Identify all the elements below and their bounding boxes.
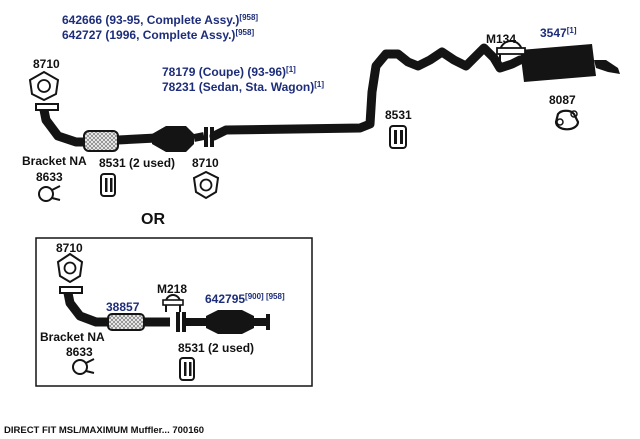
flange-gasket-icon bbox=[56, 252, 84, 284]
pipe-joint-flange bbox=[176, 312, 186, 332]
assy-label-1: 642666 (93-95, Complete Assy.)[958] bbox=[62, 13, 258, 27]
sedan-label: 78231 (Sedan, Sta. Wagon)[1] bbox=[162, 80, 324, 94]
rubber-hanger-icon bbox=[554, 109, 580, 131]
assy-label-2-note: [958] bbox=[235, 28, 255, 37]
part-m218-label: M218 bbox=[157, 282, 188, 296]
part-8531-right-label: 8531 bbox=[385, 108, 412, 122]
pipe-clamp-icon bbox=[72, 358, 95, 375]
part-38857-label: 38857 bbox=[106, 300, 140, 314]
sedan-label-note: [1] bbox=[314, 80, 325, 89]
footer-caption: DIRECT FIT MSL/MAXIMUM Muffler... 700160 bbox=[4, 425, 205, 436]
assy-label-1-note: [958] bbox=[239, 13, 259, 22]
assy-label-2-text: 642727 (1996, Complete Assy.) bbox=[62, 28, 236, 42]
assy-label-1-text: 642666 (93-95, Complete Assy.) bbox=[62, 13, 240, 27]
part-642795-text: 642795 bbox=[205, 292, 246, 306]
part-3547-note: [1] bbox=[566, 26, 577, 35]
pipe-clamp-icon bbox=[38, 185, 61, 202]
part-8531-two-top-label: 8531 (2 used) bbox=[99, 156, 176, 170]
bracket-na-box-label: Bracket NA bbox=[40, 330, 105, 344]
u-bolt-clamp-icon bbox=[162, 294, 184, 312]
intermediate-pipe bbox=[209, 43, 525, 141]
part-8633-top-label: 8633 bbox=[36, 170, 63, 184]
part-8710-top-label: 8710 bbox=[33, 57, 60, 71]
front-pipe bbox=[59, 286, 170, 327]
coupe-label: 78179 (Coupe) (93-96)[1] bbox=[162, 65, 296, 79]
part-8710-mid-label: 8710 bbox=[192, 156, 219, 170]
alternate-option-box bbox=[35, 237, 313, 387]
bracket-na-top-label: Bracket NA bbox=[22, 154, 87, 168]
flange-gasket-icon bbox=[192, 170, 220, 200]
flex-pipe-icon bbox=[83, 130, 119, 152]
coupe-label-note: [1] bbox=[286, 65, 296, 74]
part-3547-label: 3547[1] bbox=[540, 26, 576, 40]
sedan-label-text: 78231 (Sedan, Sta. Wagon) bbox=[162, 80, 315, 94]
flange-gasket-icon bbox=[28, 70, 60, 102]
part-8710-box-label: 8710 bbox=[56, 241, 83, 255]
part-8633-box-label: 8633 bbox=[66, 345, 93, 359]
pipe-hanger-bracket-icon bbox=[389, 125, 407, 149]
catalytic-converter-icon bbox=[152, 126, 205, 152]
part-8087-label: 8087 bbox=[549, 93, 576, 107]
part-m134-label: M134 bbox=[486, 32, 517, 46]
coupe-label-text: 78179 (Coupe) (93-96) bbox=[162, 65, 287, 79]
pipe-hanger-bracket-icon bbox=[179, 357, 195, 381]
or-label: OR bbox=[141, 211, 165, 228]
part-3547-text: 3547 bbox=[540, 26, 567, 40]
part-642795-label: 642795[900] [958] bbox=[205, 292, 285, 306]
flex-pipe-icon bbox=[107, 313, 145, 331]
pipe-hanger-bracket-icon bbox=[100, 173, 116, 197]
front-pipe bbox=[35, 103, 157, 147]
part-642795-note: [900] [958] bbox=[245, 292, 285, 301]
muffler-icon bbox=[520, 44, 620, 82]
assy-label-2: 642727 (1996, Complete Assy.)[958] bbox=[62, 28, 254, 42]
catalytic-converter-icon bbox=[186, 310, 270, 334]
u-bolt-clamp-icon bbox=[496, 40, 526, 62]
part-8531-two-box-label: 8531 (2 used) bbox=[178, 341, 255, 355]
